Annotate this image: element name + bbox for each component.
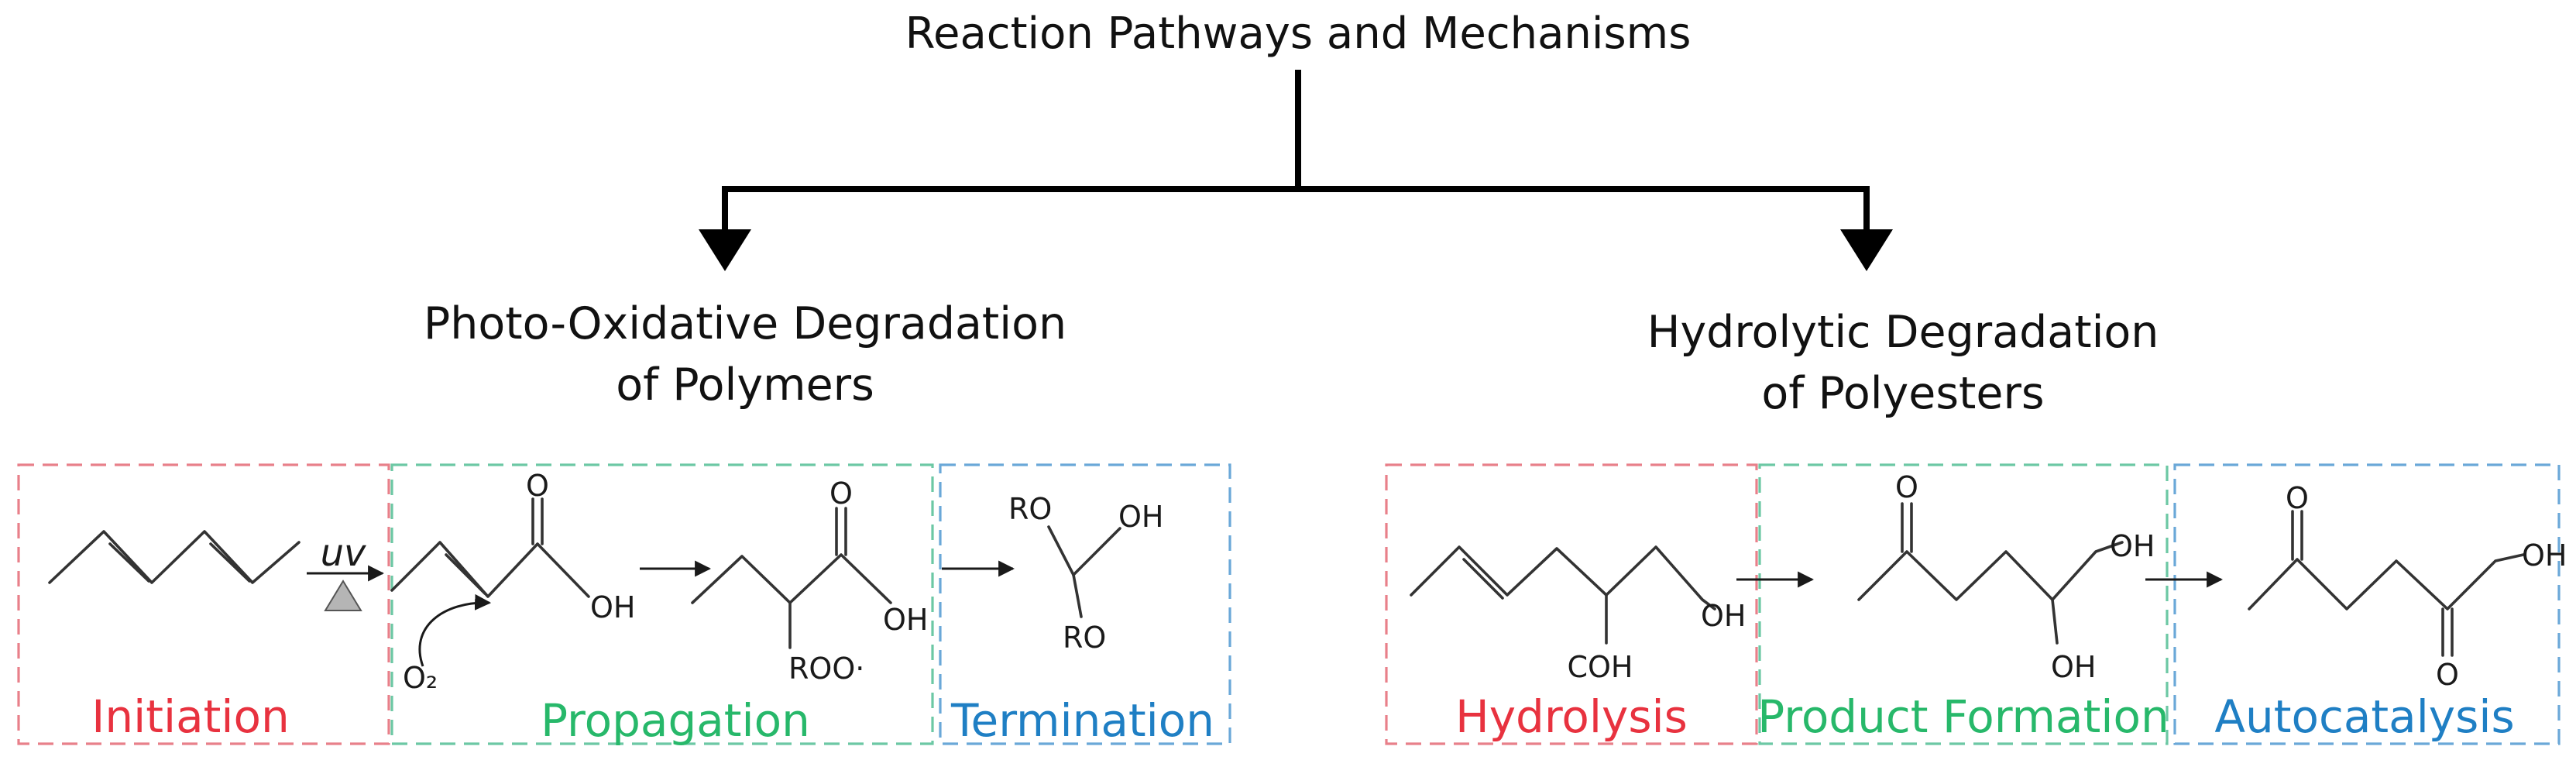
product-oh-bottom: OH: [2051, 650, 2096, 684]
peroxy-carbonyl-o: O: [829, 476, 853, 511]
product-oh-top: OH: [2110, 529, 2155, 563]
termination-oh: OH: [1118, 500, 1163, 534]
hydrolytic-heading-line1: Hydrolytic Degradation: [1647, 307, 2159, 358]
stage-label-hydrolysis: Hydrolysis: [1455, 690, 1688, 743]
stage-label-termination: Termination: [950, 694, 1214, 747]
initiation-box: [17, 463, 390, 745]
hydrolysis-molecule: [1410, 545, 1716, 645]
uv-label: uv: [321, 531, 366, 575]
autocatalysis-oh: OH: [2522, 538, 2567, 573]
acid-carbonyl-o: O: [526, 469, 549, 503]
hydrolytic-heading-line2: of Polyesters: [1761, 368, 2044, 419]
propagation-peroxy-molecule: [691, 507, 892, 649]
stage-label-initiation: Initiation: [91, 690, 289, 743]
product-molecule: [1857, 502, 2124, 645]
photo-oxidative-heading-line2: of Polymers: [616, 359, 874, 411]
hydrolysis-oh: OH: [1701, 599, 1746, 633]
peroxy-hydroxyl: OH: [883, 603, 928, 637]
termination-molecule: [1047, 525, 1121, 618]
branch-connector: [699, 70, 1893, 271]
stage-label-autocatalysis: Autocatalysis: [2214, 690, 2514, 743]
propagation-acid-molecule: [390, 497, 590, 598]
product-carbonyl-o: O: [1895, 470, 1918, 504]
right-branch-arrowhead: [1840, 229, 1893, 271]
termination-ro-bottom: RO: [1063, 621, 1106, 655]
termination-box: [939, 463, 1231, 745]
peroxy-roo-radical: ROO·: [788, 652, 864, 686]
heat-triangle-icon: [324, 580, 362, 611]
hydrolysis-box: [1385, 463, 1758, 745]
stage-label-product-formation: Product Formation: [1757, 690, 2169, 743]
photo-oxidative-heading-line1: Photo-Oxidative Degradation: [424, 298, 1066, 349]
oxygen-label: O₂: [403, 661, 438, 695]
autocatalysis-carbonyl-o-bottom: O: [2436, 658, 2459, 692]
acid-hydroxyl: OH: [590, 590, 635, 624]
left-branch-arrowhead: [699, 229, 751, 271]
diagram-title: Reaction Pathways and Mechanisms: [905, 9, 1692, 59]
initiation-molecule: [48, 530, 301, 584]
autocatalysis-molecule: [2248, 510, 2525, 657]
termination-ro-top: RO: [1008, 492, 1052, 526]
stage-label-propagation: Propagation: [541, 694, 810, 747]
autocatalysis-carbonyl-o-top: O: [2286, 481, 2309, 515]
product-formation-box: [1758, 463, 2169, 745]
autocatalysis-box: [2173, 463, 2561, 745]
oxygen-attack-arrow: [418, 593, 492, 667]
propagation-box: [390, 463, 934, 745]
hydrolysis-coh: COH: [1567, 650, 1633, 684]
